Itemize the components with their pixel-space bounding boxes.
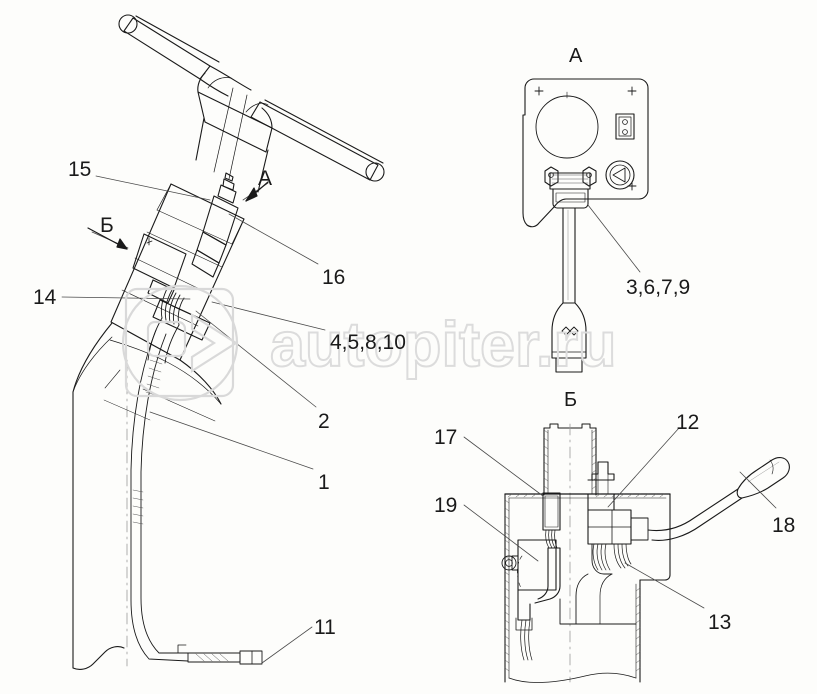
callout-14: 14 (33, 286, 57, 309)
callout-19: 19 (434, 494, 458, 517)
leader-lines (61, 175, 777, 664)
leader-17 (463, 436, 544, 497)
callout-18: 18 (772, 514, 796, 537)
leader-11 (261, 626, 313, 664)
callout-13: 13 (708, 611, 732, 634)
leader-18 (739, 471, 777, 509)
callout-17: 17 (434, 426, 458, 449)
callout-4-5-8-10: 4,5,8,10 (330, 331, 406, 354)
leader-15 (95, 175, 211, 201)
leader-1 (149, 411, 314, 470)
leader-19 (463, 504, 539, 562)
section-arrow-b (87, 227, 128, 250)
leader-13 (624, 562, 705, 609)
steering-handlebar (118, 14, 385, 193)
leader-16 (228, 213, 319, 265)
callout-2: 2 (318, 410, 330, 433)
callout-Б: Б (100, 214, 114, 237)
callout-1: 1 (318, 471, 330, 494)
callout-3-6-7-9: 3,6,7,9 (626, 276, 691, 299)
callout-12: 12 (676, 411, 700, 434)
callout-15: 15 (68, 158, 92, 181)
leader-12 (607, 427, 680, 508)
view-title-detail-b: Б (564, 389, 578, 411)
callout-16: 16 (322, 266, 346, 289)
section-arrow-a (245, 181, 269, 202)
detail-b-housing (501, 423, 790, 683)
callout-11: 11 (314, 616, 336, 639)
leader-3-6-7-9 (587, 204, 641, 273)
detail-a-panel (522, 78, 649, 373)
view-title-detail-a: A (569, 45, 583, 67)
callout-A: A (258, 167, 273, 190)
